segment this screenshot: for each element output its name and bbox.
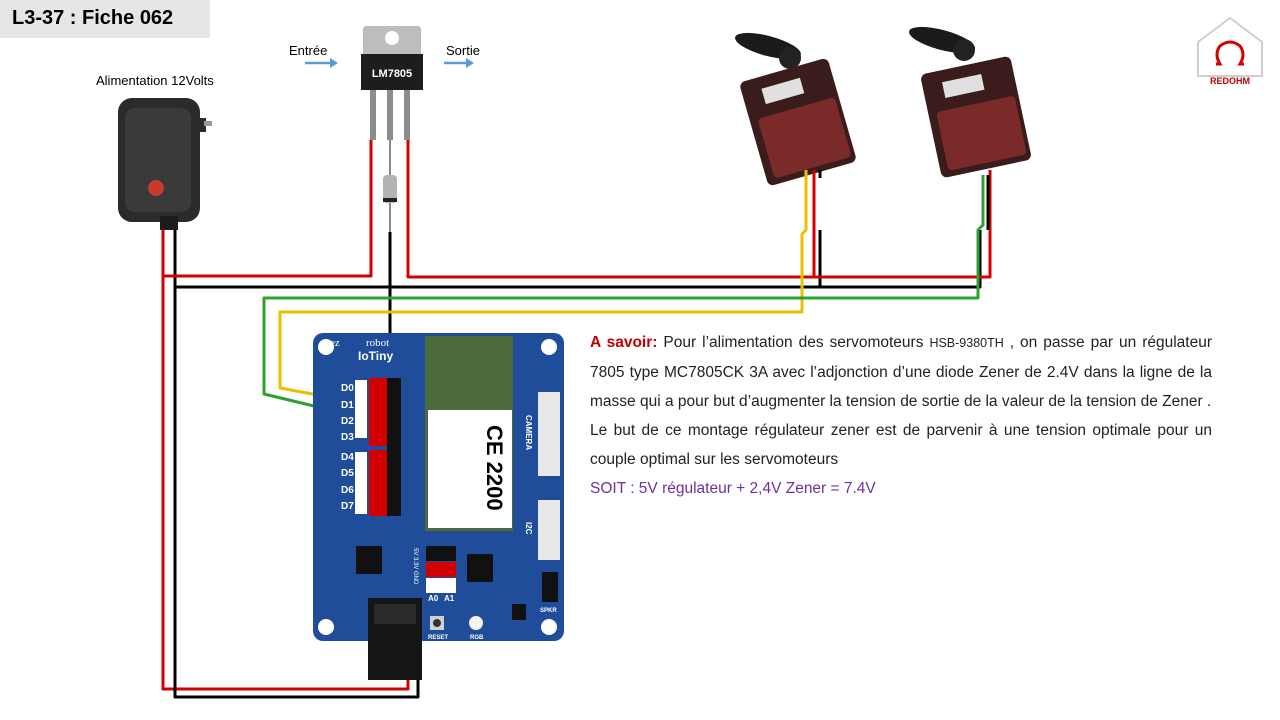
camera-label: CAMERA [524,415,533,450]
pin-label: D5 [341,468,354,479]
wire-supply-positive [161,228,410,691]
redohm-logo: REDOHM [1197,16,1263,86]
soit-formula: SOIT : 5V régulateur + 2,4V Zener = 7.4V [590,480,876,497]
output-arrow [444,58,474,68]
wires [161,140,992,699]
a0-label: A0 [428,594,439,603]
keyword: A savoir: [590,334,658,351]
wire-signal-yellow [278,175,808,407]
pin-label: D3 [341,432,354,443]
p1-part-a: Pour l’alimentation des servomoteurs [657,334,930,351]
input-arrow [305,58,338,68]
wire-output-positive [406,140,992,279]
output-label: Sortie [446,43,480,58]
pin-label: D1 [341,400,354,411]
input-label: Entrée [289,43,328,58]
title-box: L3-37 : Fiche 062 [0,0,210,38]
wire-signal-green [262,175,985,422]
pin-label: D0 [341,383,354,394]
servo-1 [735,32,856,186]
explanation-paragraph-2: Le but de ce montage régulateur zener es… [590,422,1212,468]
logo-text: REDOHM [1210,76,1250,86]
wire-supply-ground [173,228,420,699]
p1-part-b: , on passe par un régulateur 7805 type M… [590,334,1213,410]
a1-label: A1 [444,594,455,603]
pin-label: D4 [341,452,354,463]
reset-label: RESET [428,635,448,641]
wire-common-ground [175,230,982,289]
power-adapter [118,98,212,230]
servo-2 [909,26,1031,178]
page-title: L3-37 : Fiche 062 [12,7,174,29]
pin-label: D6 [341,485,354,496]
pin-label: D7 [341,501,354,512]
zener-diode [383,140,397,232]
pin-label: D2 [341,416,354,427]
wire-input-positive [163,140,373,278]
lm7805-regulator: LM7805 [361,26,423,140]
ce-mark: CE 2200 [482,425,507,511]
power-supply-label: Alimentation 12Volts [96,73,214,88]
explanation-paragraph-1: A savoir: Pour l’alimentation des servom… [590,328,1212,416]
explanation-text: A savoir: Pour l’alimentation des servom… [590,328,1212,503]
iotiny-board: ez robot IoTiny CE 2200 D0 D1 D2 D3 D4 D… [313,333,564,680]
spkr-label: SPKR [540,608,557,614]
board-brand-left: ez [330,337,340,349]
i2c-label: I2C [524,522,533,535]
servo-model: HSB-9380TH [929,336,1004,350]
regulator-label: LM7805 [372,68,412,80]
rgb-label: RGB [470,635,484,641]
board-name: IoTiny [358,349,393,363]
jumper-label: 5V 3.3V GND [412,548,418,585]
board-brand-right: robot [366,337,389,349]
